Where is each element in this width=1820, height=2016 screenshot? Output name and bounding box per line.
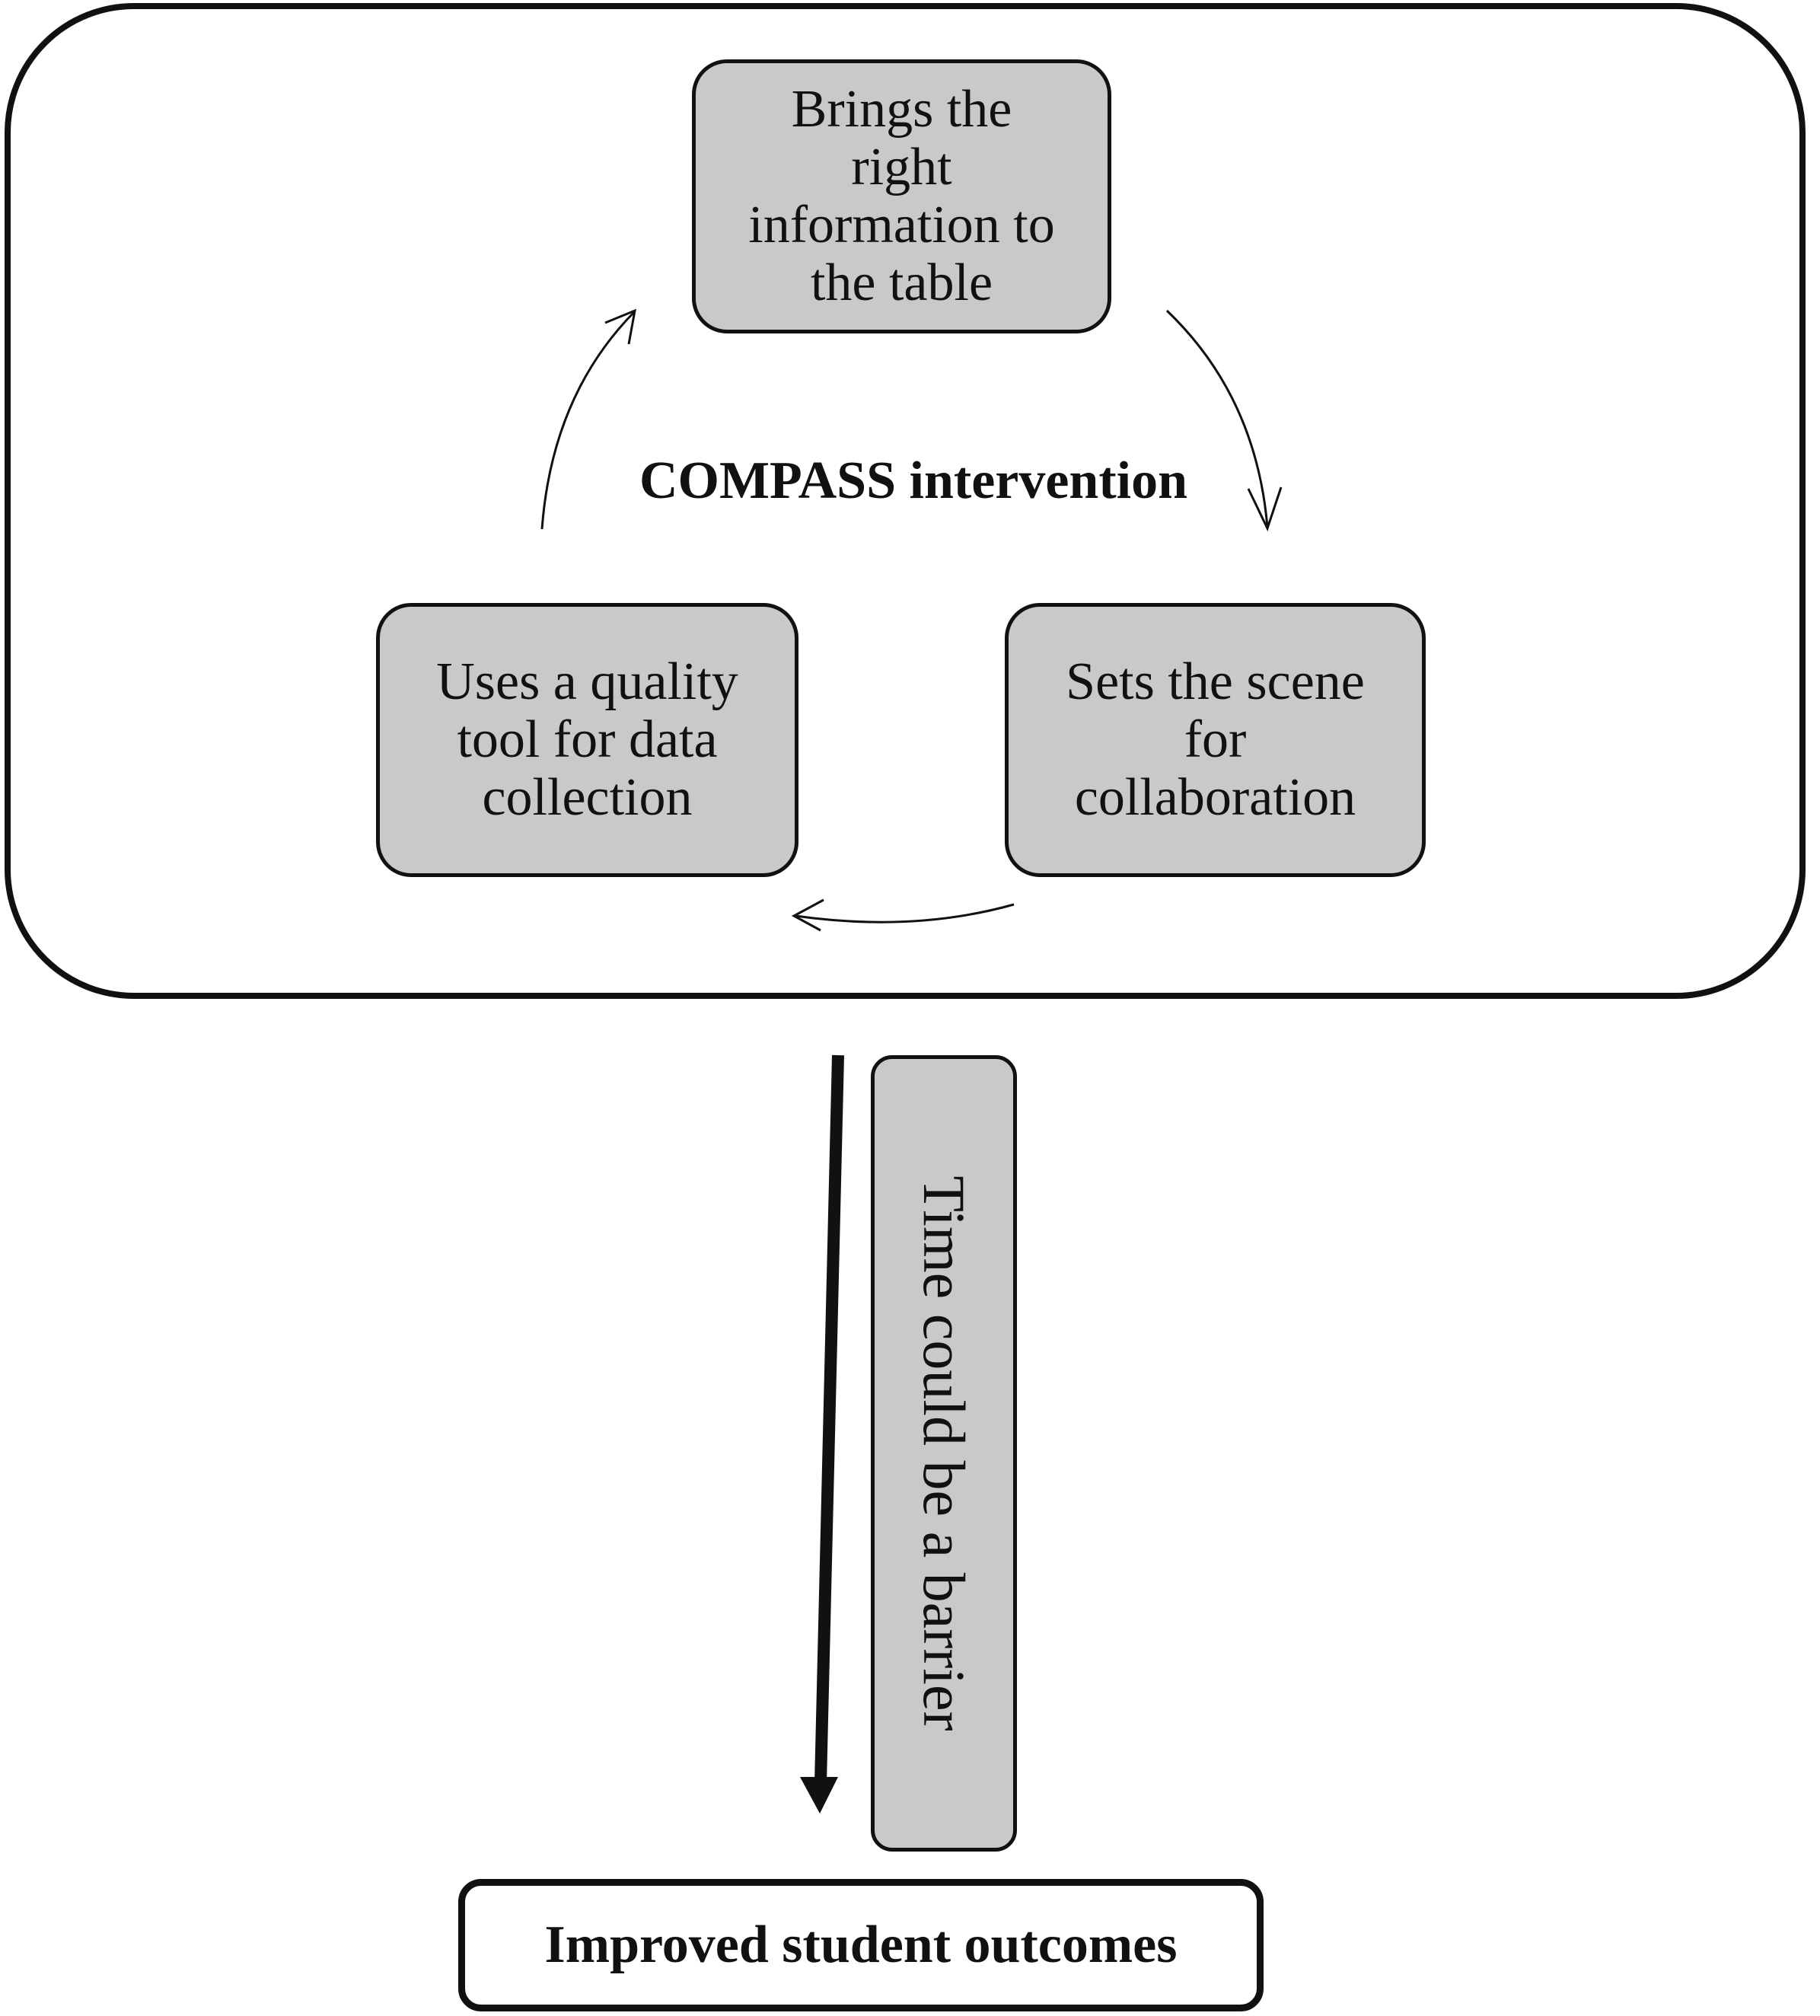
outcome-label: Improved student outcomes bbox=[544, 1916, 1178, 1974]
compass-intervention-container bbox=[5, 3, 1806, 999]
edge-n2-to-n3 bbox=[795, 903, 1015, 923]
node-label-sets-the-scene: Sets the scene for collaboration bbox=[1066, 652, 1365, 827]
time-barrier-box: Time could be a barrier bbox=[871, 1055, 1017, 1852]
node-brings-right-information: Brings the right information to the tabl… bbox=[692, 59, 1111, 333]
edge-cycle-to-outcome bbox=[814, 1054, 844, 1784]
cycle-title: COMPASS intervention bbox=[639, 451, 1188, 510]
node-sets-the-scene: Sets the scene for collaboration bbox=[1005, 603, 1426, 877]
node-label-uses-quality-tool: Uses a quality tool for data collection bbox=[436, 652, 738, 827]
edge-cycle-to-outcome-arrowhead bbox=[800, 1777, 838, 1813]
edge-n1-to-n2 bbox=[1165, 309, 1269, 528]
edge-n3-to-n1 bbox=[540, 311, 636, 530]
edge-n3-to-n1-arrowhead bbox=[604, 308, 636, 345]
edge-n2-to-n3-arrowhead bbox=[791, 898, 824, 932]
node-label-brings-right-information: Brings the right information to the tabl… bbox=[748, 80, 1055, 312]
outcome-box: Improved student outcomes bbox=[458, 1879, 1264, 2011]
edge-n1-to-n2-arrowhead bbox=[1247, 486, 1283, 531]
node-uses-quality-tool: Uses a quality tool for data collection bbox=[376, 603, 798, 877]
time-barrier-label: Time could be a barrier bbox=[911, 1175, 977, 1731]
